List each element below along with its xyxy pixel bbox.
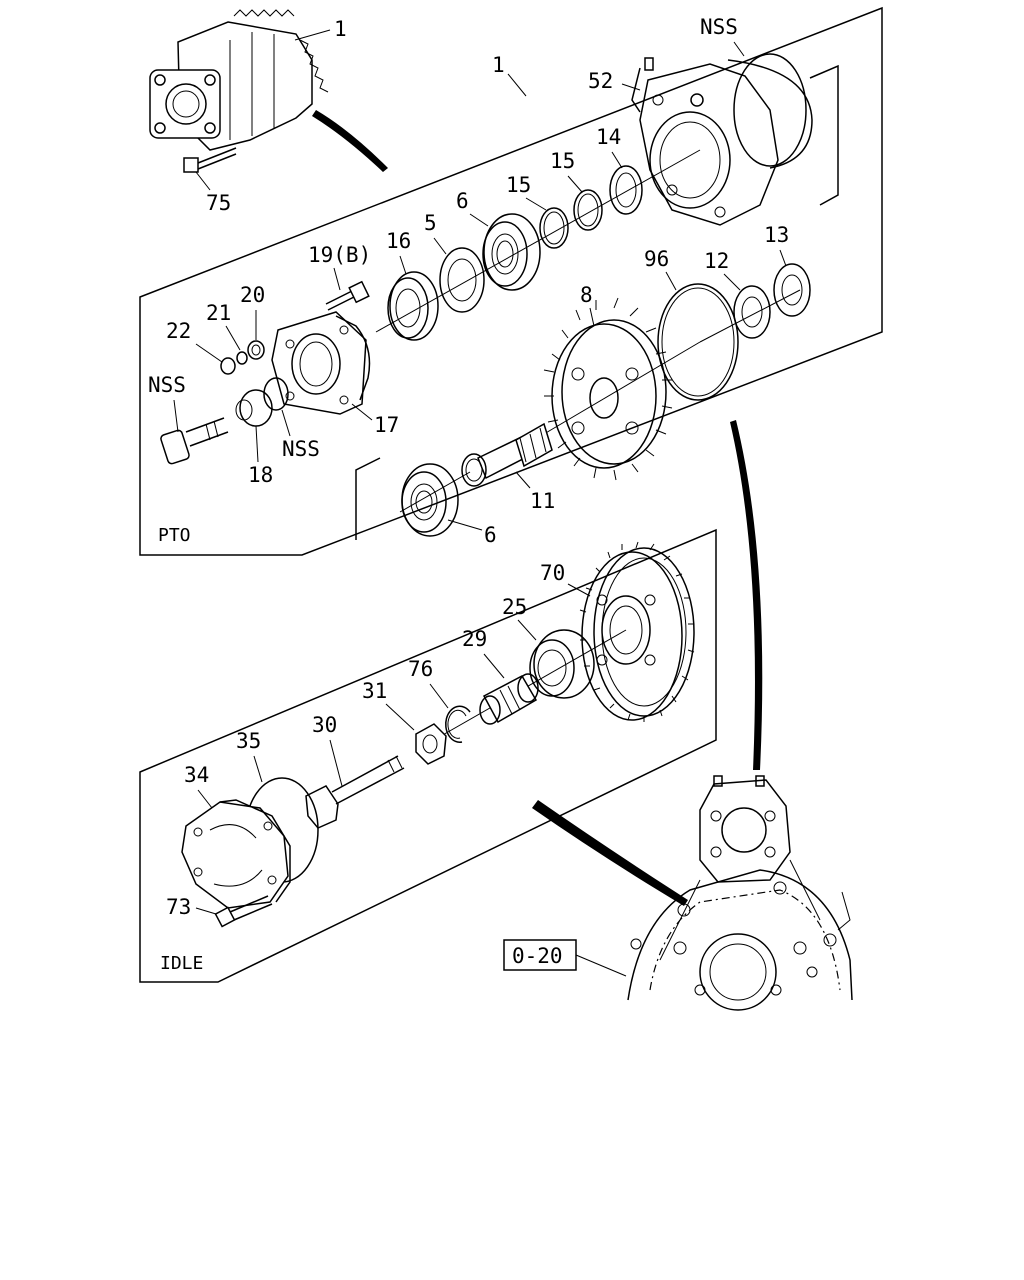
label-13: 13 [764, 223, 789, 247]
sleeve-29-drawing [479, 673, 539, 725]
shaft-11-drawing [461, 422, 553, 487]
shim-5-drawing [439, 247, 485, 313]
label-30: 30 [312, 713, 337, 737]
label-nss-left: NSS [148, 373, 186, 397]
nut-22-drawing [220, 357, 236, 375]
label-22: 22 [166, 319, 191, 343]
label-15b: 15 [506, 173, 531, 197]
pto-assembly-drawing [149, 9, 329, 173]
label-70: 70 [540, 561, 565, 585]
label-14: 14 [596, 125, 621, 149]
idle-group-label: IDLE [160, 953, 203, 974]
bolt-19-drawing [325, 280, 370, 311]
label-1-group: 1 [492, 53, 505, 77]
idle-group-frame [139, 528, 717, 983]
bearing-6b-drawing [401, 463, 459, 537]
label-35: 35 [236, 729, 261, 753]
label-52: 52 [588, 69, 613, 93]
label-11: 11 [530, 489, 555, 513]
pto-group-label: PTO [158, 525, 191, 546]
flange-17-drawing [271, 311, 371, 415]
collar-18-drawing [239, 389, 273, 427]
label-1-assembly: 1 [334, 17, 347, 41]
label-76: 76 [408, 657, 433, 681]
label-19b: 19(B) [308, 243, 371, 267]
label-nss-top: NSS [700, 15, 738, 39]
label-15a: 15 [550, 149, 575, 173]
gear-70-drawing [579, 541, 695, 722]
label-75: 75 [206, 191, 231, 215]
label-21: 21 [206, 301, 231, 325]
label-73: 73 [166, 895, 191, 919]
gear-8-drawing [543, 297, 673, 481]
label-16: 16 [386, 229, 411, 253]
bolt-nss-drawing [160, 417, 229, 465]
label-29: 29 [462, 627, 487, 651]
cover-34-drawing [181, 799, 291, 909]
washer-21-drawing [236, 351, 248, 365]
reference-label: 0-20 [512, 944, 563, 968]
label-20: 20 [240, 283, 265, 307]
label-31: 31 [362, 679, 387, 703]
label-6a: 6 [456, 189, 469, 213]
engine-housing-drawing [627, 775, 853, 1011]
washer-12-drawing [733, 285, 771, 339]
collar-20-drawing [247, 340, 265, 360]
washer-13-drawing [773, 263, 811, 317]
nut-31-drawing [415, 723, 447, 765]
oring-96-drawing [657, 283, 739, 401]
label-25: 25 [502, 595, 527, 619]
bearing-25-drawing [529, 629, 595, 699]
oring-nss-drawing [263, 377, 289, 411]
label-18: 18 [248, 463, 273, 487]
pto-housing-drawing [631, 53, 839, 226]
ring-14-drawing [609, 165, 643, 215]
label-5: 5 [424, 211, 437, 235]
connector-curve-bottom [532, 800, 688, 906]
snap-ring-76-drawing [444, 705, 471, 743]
label-nss-mid: NSS [282, 437, 320, 461]
label-34: 34 [184, 763, 209, 787]
snap-ring-15b-drawing [539, 207, 569, 249]
bolt-73-drawing [214, 895, 273, 928]
label-17: 17 [374, 413, 399, 437]
connector-curve-top [312, 110, 388, 172]
label-8: 8 [580, 283, 593, 307]
label-12: 12 [704, 249, 729, 273]
label-6b: 6 [484, 523, 497, 547]
bolt-30-drawing [305, 755, 405, 829]
seal-16-drawing [389, 271, 439, 341]
bearing-6a-drawing [482, 213, 541, 291]
connector-curve-right [730, 420, 763, 770]
snap-ring-15a-drawing [573, 189, 603, 231]
label-96: 96 [644, 247, 669, 271]
